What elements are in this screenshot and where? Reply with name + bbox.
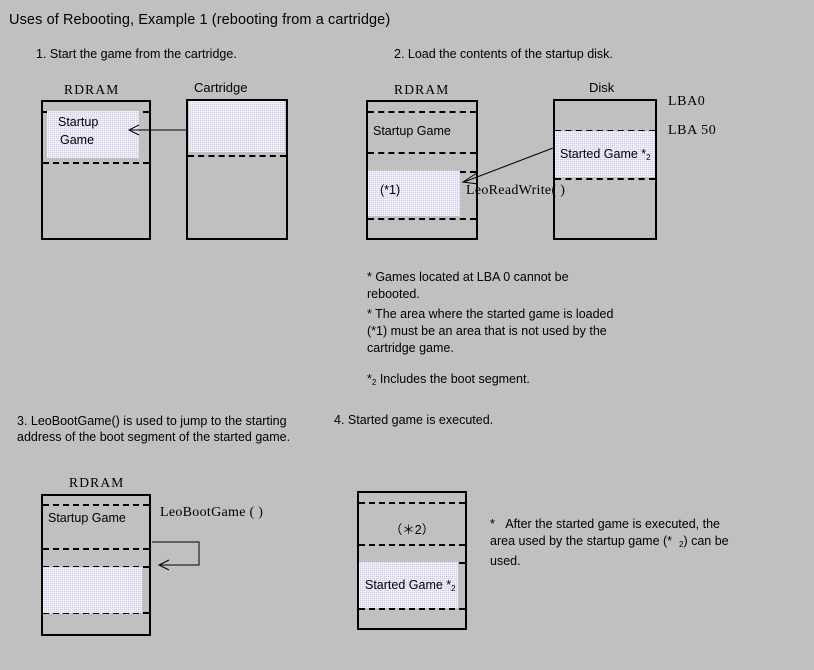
rdram-3-label: RDRAM [69, 475, 125, 490]
lba50-marker: LBA 50 [668, 123, 717, 138]
rdram-2-box [366, 100, 478, 240]
rdram-2-divider-4 [368, 218, 476, 220]
disk-2-label: Disk [589, 80, 615, 95]
cartridge-1-label: Cartridge [194, 80, 248, 95]
disk-2-footnote-mark: 2 [646, 153, 651, 162]
disk-2-divider-bottom [555, 178, 655, 180]
note-lba: * Games located at LBA 0 cannot be reboo… [367, 269, 607, 303]
disk-2-started-game-region [555, 131, 655, 177]
cartridge-1-divider [188, 155, 286, 157]
rdram-2-divider-2 [368, 152, 476, 154]
disk-2-started-game-text: Started Game [560, 147, 638, 161]
note-reuse-line1: * After the started game is executed, th… [490, 516, 760, 533]
rdram-1-label: RDRAM [64, 82, 120, 97]
rdram-3-divider-1 [43, 504, 149, 506]
step-3-heading: 3. LeoBootGame() is used to jump to the … [17, 414, 291, 444]
rdram-2-star1-region [368, 171, 460, 216]
arrow-leo-boot-game-jump [152, 541, 200, 571]
rdram-2-startup-game-label: Startup Game [373, 124, 451, 138]
rdram-1-startup-game-region [47, 111, 139, 158]
rdram-4-started-game-text: Started Game [365, 578, 443, 592]
rdram-2-divider-1 [368, 111, 476, 113]
rdram-2-star1-label: (*1) [380, 183, 401, 197]
note-boot-text: Includes the boot segment. [379, 372, 530, 386]
note-reuse-line2: area used by the startup game (* 2) can … [490, 533, 760, 553]
note-boot-prefix: * [367, 372, 372, 386]
rdram-2-label: RDRAM [394, 82, 450, 97]
note-area-line2: (*1) must be an area that is not used by… [367, 324, 607, 338]
note-reuse-line2-text: area used by the startup game (* [490, 534, 673, 548]
rdram-4-box [357, 491, 467, 630]
note-boot-mark: 2 [371, 378, 377, 387]
rdram-4-footnote-mark: 2 [451, 584, 456, 593]
step-4-heading: 4. Started game is executed. [334, 413, 494, 427]
note-reuse-line2-suffix: ) can be [683, 534, 729, 548]
note-boot-segment: *2 Includes the boot segment. [367, 371, 530, 391]
note-area: * The area where the started game is loa… [367, 306, 627, 357]
rdram-4-started-game-label: Started Game *2 [365, 578, 456, 593]
rdram-3-startup-game-label: Startup Game [48, 511, 126, 525]
note-lba-line1: * Games located at LBA 0 cannot be [367, 270, 569, 284]
rdram-3-divider-4 [43, 612, 149, 614]
rdram-1-divider-bottom [43, 162, 149, 164]
note-reuse: * After the started game is executed, th… [490, 516, 760, 570]
rdram-4-started-game-region [359, 562, 458, 608]
rdram-4-star2-label: （＊2） [389, 523, 435, 537]
step-2-heading: 2. Load the contents of the startup disk… [394, 47, 613, 61]
note-reuse-line1-text: After the started game is executed, the [505, 517, 721, 531]
cartridge-1-program-region [189, 101, 285, 152]
rdram-1-startup-game-label-line2: Game [60, 133, 95, 147]
step-1-heading: 1. Start the game from the cartridge. [36, 47, 237, 61]
rdram-4-divider-2 [359, 544, 465, 546]
note-reuse-mark: 2 [679, 540, 684, 549]
rdram-1-startup-game-label-line1: Startup [58, 115, 99, 129]
note-reuse-line3: used. [490, 554, 521, 568]
leo-boot-game-label: LeoBootGame ( ) [160, 505, 264, 520]
note-reuse-prefix: * [490, 517, 495, 531]
rdram-3-divider-2 [43, 548, 149, 550]
disk-2-started-game-label: Started Game *2 [560, 147, 651, 162]
rdram-3-started-game-region [43, 567, 142, 613]
note-area-line1: * The area where the started game is loa… [367, 307, 614, 321]
rdram-4-divider-4 [359, 608, 465, 610]
leo-read-write-label: LeoReadWrite( ) [466, 183, 566, 198]
cartridge-1-box [186, 99, 288, 240]
note-area-line3: cartridge game. [367, 341, 454, 355]
lba0-marker: LBA0 [668, 94, 706, 109]
page-title: Uses of Rebooting, Example 1 (rebooting … [9, 12, 391, 28]
note-lba-line2: rebooted. [367, 287, 420, 301]
rdram-4-divider-1 [359, 502, 465, 504]
